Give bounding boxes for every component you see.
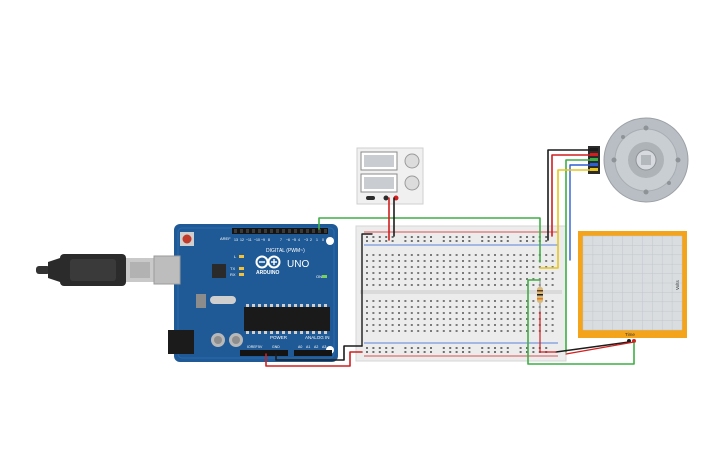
- power-supply-icon[interactable]: [356, 147, 424, 205]
- wire-green-signal: [318, 217, 541, 263]
- wire-black-scope: [555, 341, 630, 353]
- svg-text:13: 13: [234, 238, 238, 242]
- reset-button[interactable]: [180, 232, 194, 246]
- wire-blue-motor: [569, 164, 591, 261]
- svg-text:5V: 5V: [258, 345, 263, 349]
- wire-red-bottom: [539, 311, 557, 353]
- wire-red-motor: [551, 154, 591, 237]
- analog-label: ANALOG IN: [305, 335, 330, 340]
- svg-text:A3: A3: [322, 345, 326, 349]
- svg-text:~5: ~5: [292, 238, 296, 242]
- svg-text:~3: ~3: [304, 238, 308, 242]
- svg-text:0: 0: [322, 238, 324, 242]
- digital-header[interactable]: [232, 228, 328, 234]
- breadboard-holes[interactable]: [366, 236, 554, 353]
- wire-black-gnd: [275, 345, 363, 361]
- wire-black-rail: [361, 233, 373, 347]
- l-led-label: L: [234, 254, 237, 259]
- wire-red-scope: [565, 341, 635, 355]
- digital-label: DIGITAL (PWM~): [266, 248, 305, 254]
- wire-red-5v: [265, 351, 363, 367]
- svg-text:A2: A2: [314, 345, 318, 349]
- svg-text:~11: ~11: [246, 238, 252, 242]
- breadboard-icon[interactable]: [355, 225, 567, 362]
- svg-text:4: 4: [298, 238, 300, 242]
- svg-text:~9: ~9: [261, 238, 265, 242]
- wire-black-motor: [547, 149, 591, 241]
- tx-label: TX: [230, 266, 235, 271]
- resistor-icon[interactable]: [537, 278, 543, 312]
- svg-text:A1: A1: [306, 345, 310, 349]
- svg-text:IOREF: IOREF: [247, 345, 258, 349]
- rx-label: RX: [230, 272, 236, 277]
- wires[interactable]: [265, 149, 635, 367]
- wire-green-motor: [565, 159, 591, 353]
- volts-label: Volts: [675, 279, 680, 290]
- svg-text:8: 8: [268, 238, 270, 242]
- atmega-chip: [244, 304, 330, 334]
- oscilloscope-grid: [582, 235, 683, 331]
- oscilloscope-icon[interactable]: Time Volts: [578, 231, 687, 343]
- arduino-infinity-logo: [255, 255, 281, 269]
- power-header[interactable]: [240, 350, 288, 356]
- power-label: POWER: [270, 335, 288, 340]
- voltage-knob[interactable]: [404, 153, 420, 169]
- svg-text:1: 1: [316, 238, 318, 242]
- usb-cable-icon[interactable]: [36, 254, 154, 286]
- dc-motor-encoder-icon[interactable]: [588, 117, 689, 203]
- current-knob[interactable]: [404, 175, 420, 191]
- aref-label: AREF: [220, 236, 231, 241]
- time-label: Time: [625, 332, 635, 337]
- svg-text:12: 12: [240, 238, 244, 242]
- svg-text:A0: A0: [298, 345, 302, 349]
- svg-text:~10: ~10: [254, 238, 260, 242]
- brand-label: ARDUINO: [256, 270, 279, 276]
- model-label: UNO: [287, 259, 309, 270]
- svg-text:7: 7: [280, 238, 282, 242]
- svg-text:~6: ~6: [286, 238, 290, 242]
- analog-header[interactable]: [294, 350, 332, 356]
- svg-text:GND: GND: [272, 345, 280, 349]
- wire-green-scope: [527, 279, 635, 365]
- svg-text:2: 2: [310, 238, 312, 242]
- on-label: ON: [316, 274, 322, 279]
- wire-yellow-motor: [539, 169, 591, 269]
